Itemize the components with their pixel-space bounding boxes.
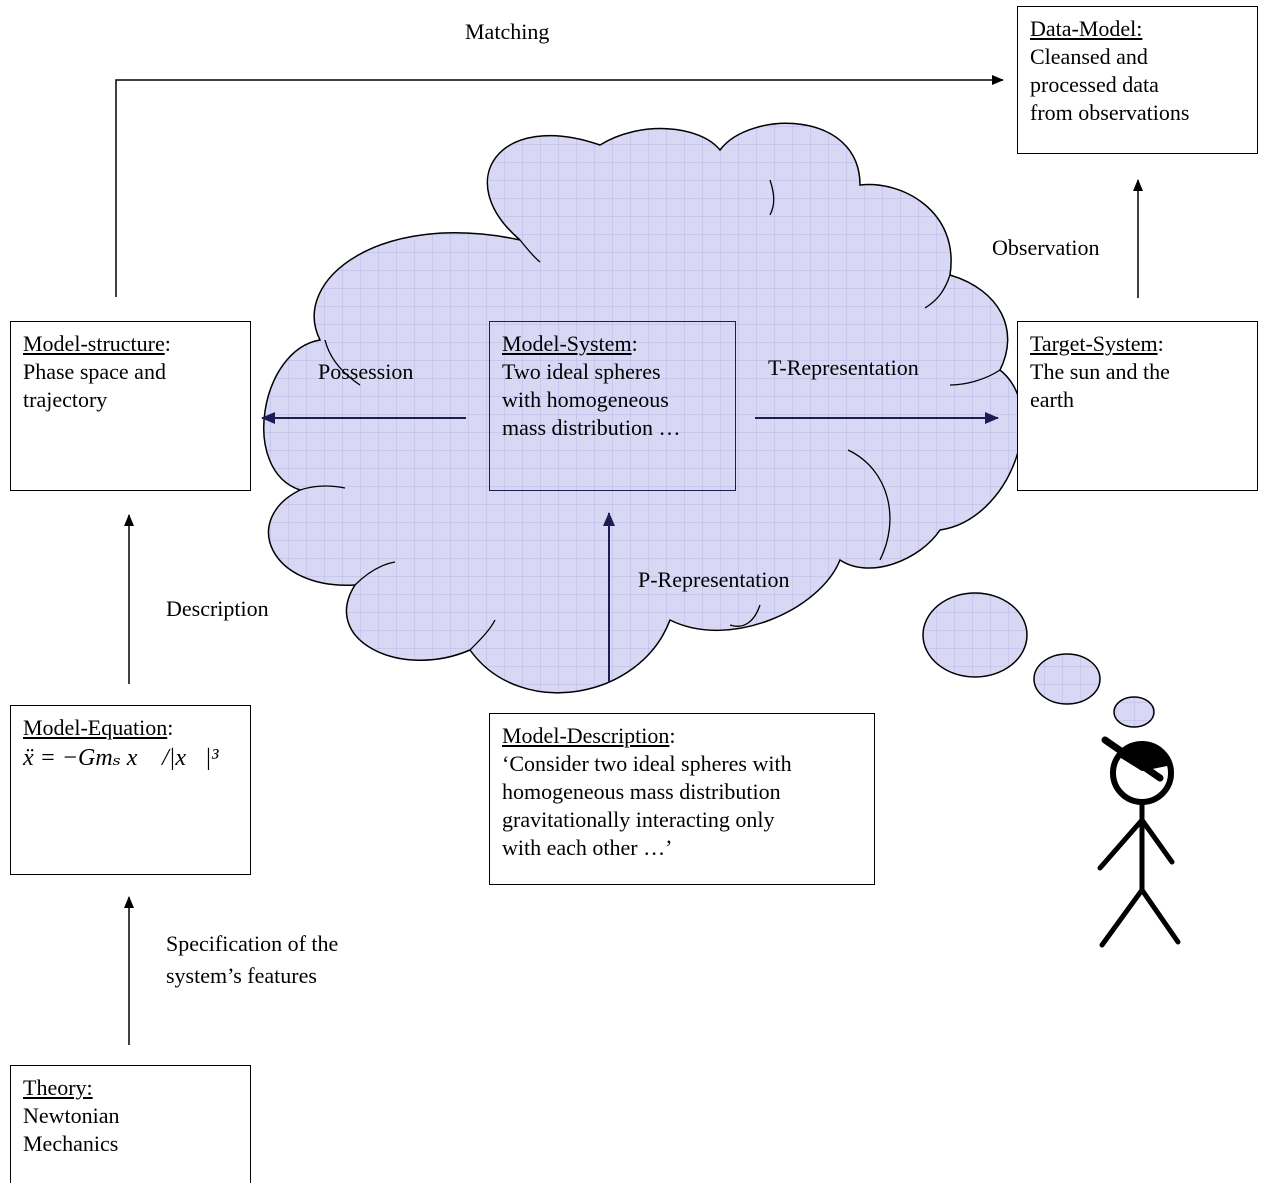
- model-equation-title: Model-Equation: [23, 715, 168, 740]
- model-structure-box: Model-structure: Phase space and traject…: [10, 321, 251, 491]
- model-description-line-2: homogeneous mass distribution: [502, 779, 781, 804]
- data-model-line-2: processed data: [1030, 72, 1159, 97]
- model-system-box: Model-System: Two ideal spheres with hom…: [489, 321, 736, 491]
- t-representation-label: T-Representation: [768, 355, 919, 380]
- possession-label: Possession: [318, 359, 414, 384]
- thought-bubble-large: [922, 592, 1028, 678]
- theory-title: Theory:: [23, 1075, 93, 1100]
- matching-label: Matching: [465, 19, 550, 44]
- matching-arrow: [115, 75, 1004, 297]
- model-structure-line-1: Phase space and: [23, 359, 166, 384]
- model-equation-colon: :: [167, 715, 174, 740]
- theory-line-2: Mechanics: [23, 1131, 119, 1156]
- data-model-line-3: from observations: [1030, 100, 1190, 125]
- stick-figure-icon: [1097, 736, 1181, 948]
- model-structure-title: Model-structure: [23, 331, 165, 356]
- model-description-box: Model-Description: ‘Consider two ideal s…: [489, 713, 875, 885]
- model-system-title: Model-System: [502, 331, 632, 356]
- model-system-line-1: Two ideal spheres: [502, 359, 661, 384]
- model-description-line-3: gravitationally interacting only: [502, 807, 775, 832]
- model-description-line-1: ‘Consider two ideal spheres with: [502, 751, 792, 776]
- model-description-colon: :: [669, 723, 676, 748]
- p-representation-label: P-Representation: [638, 567, 790, 592]
- target-system-line-1: The sun and the: [1030, 359, 1170, 384]
- model-structure-line-2: trajectory: [23, 387, 108, 412]
- thought-bubble-small: [1113, 696, 1155, 728]
- model-description-title: Model-Description: [502, 723, 670, 748]
- model-structure-colon: :: [164, 331, 171, 356]
- theory-line-1: Newtonian: [23, 1103, 120, 1128]
- target-system-colon: :: [1157, 331, 1164, 356]
- target-system-title: Target-System: [1030, 331, 1158, 356]
- data-model-line-1: Cleansed and: [1030, 44, 1148, 69]
- observation-label: Observation: [992, 235, 1100, 260]
- specification-label-line-2: system’s features: [166, 963, 317, 988]
- model-system-line-2: with homogeneous: [502, 387, 669, 412]
- model-equation-box: Model-Equation: ẍ = −Gmₛ x⃗ /|x⃗|³: [10, 705, 251, 875]
- target-system-line-2: earth: [1030, 387, 1074, 412]
- specification-label-line-1: Specification of the: [166, 931, 339, 956]
- target-system-box: Target-System: The sun and the earth: [1017, 321, 1258, 491]
- model-system-line-3: mass distribution …: [502, 415, 681, 440]
- theory-box: Theory: Newtonian Mechanics: [10, 1065, 251, 1183]
- data-model-box: Data-Model: Cleansed and processed data …: [1017, 6, 1258, 154]
- thought-bubble-medium: [1033, 653, 1101, 705]
- model-description-line-4: with each other …’: [502, 835, 673, 860]
- data-model-title: Data-Model:: [1030, 16, 1143, 41]
- model-equation-formula: ẍ = −Gmₛ x⃗ /|x⃗|³: [23, 745, 219, 771]
- thought-cloud: [263, 122, 1024, 694]
- description-label: Description: [166, 596, 269, 621]
- model-system-colon: :: [631, 331, 638, 356]
